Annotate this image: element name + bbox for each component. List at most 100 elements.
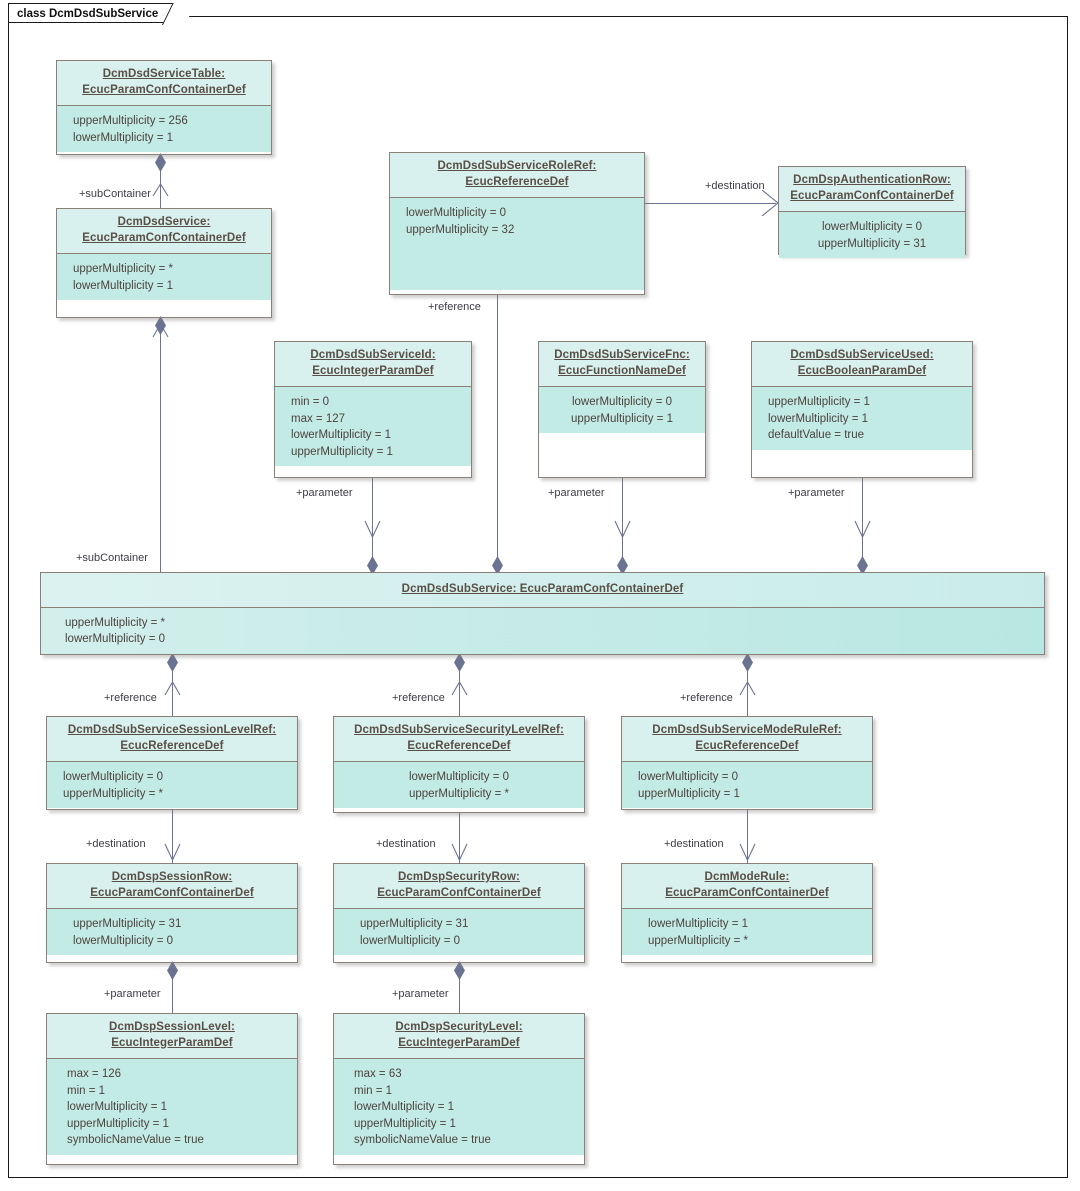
diamond-parameter-fnc <box>617 556 628 575</box>
class-attributes: upperMultiplicity = 31 lowerMultiplicity… <box>334 909 584 955</box>
class-box-dcmdsdsubservicesecuritylevelref[interactable]: DcmDsdSubServiceSecurityLevelRef: EcucRe… <box>333 716 585 813</box>
class-stereotype: EcucFunctionNameDef <box>558 364 686 377</box>
attribute: lowerMultiplicity = 0 <box>360 934 461 947</box>
class-name: DcmDsdSubServiceUsed: <box>790 349 934 361</box>
diamond-dcmdsdservice <box>155 316 166 335</box>
attribute: upperMultiplicity = 1 <box>638 787 740 800</box>
class-attributes: lowerMultiplicity = 0 upperMultiplicity … <box>779 212 965 258</box>
attribute: upperMultiplicity = * <box>408 787 510 800</box>
class-name: DcmDsdSubServiceFnc: <box>554 349 690 361</box>
attribute: min = 0 <box>291 396 330 408</box>
attribute: upperMultiplicity = 31 <box>73 918 182 930</box>
connector-destination-session <box>172 810 173 863</box>
attribute: min = 1 <box>67 1084 106 1097</box>
class-header: DcmDspSecurityRow: EcucParamConfContaine… <box>334 864 584 909</box>
class-box-dcmdsdsubserviceid[interactable]: DcmDsdSubServiceId: EcucIntegerParamDef … <box>274 341 472 478</box>
class-box-dcmdsdsubservicerolref[interactable]: DcmDsdSubServiceRoleRef: EcucReferenceDe… <box>389 152 645 295</box>
class-box-dcmdsdsubservicesessionlevelref[interactable]: DcmDsdSubServiceSessionLevelRef: EcucRef… <box>46 716 298 810</box>
class-box-dcmdspauthenticationrow[interactable]: DcmDspAuthenticationRow: EcucParamConfCo… <box>778 166 966 258</box>
class-header: DcmDspSecurityLevel: EcucIntegerParamDef <box>334 1014 584 1059</box>
class-stereotype: EcucParamConfContainerDef <box>82 231 246 244</box>
class-header: DcmDsdSubServiceFnc: EcucFunctionNameDef <box>539 342 705 387</box>
class-stereotype: EcucParamConfContainerDef <box>790 189 954 202</box>
class-attributes: upperMultiplicity = * lowerMultiplicity … <box>41 607 1044 654</box>
label-parameter-security-level: +parameter <box>392 988 449 1000</box>
class-box-dcmdsdsubservice[interactable]: DcmDsdSubService: EcucParamConfContainer… <box>40 572 1045 655</box>
class-name: DcmDsdSubServiceModeRuleRef: <box>652 724 842 736</box>
class-box-dcmmoderule[interactable]: DcmModeRule: EcucParamConfContainerDef l… <box>621 863 873 963</box>
class-attributes: lowerMultiplicity = 0 upperMultiplicity … <box>539 387 705 433</box>
label-reference-role: +reference <box>428 301 481 313</box>
class-name: DcmDspSecurityRow: <box>398 871 520 883</box>
diamond-reference-role <box>492 556 503 575</box>
class-stereotype: EcucParamConfContainerDef <box>665 886 829 899</box>
class-box-dcmdsdsubserviceused[interactable]: DcmDsdSubServiceUsed: EcucBooleanParamDe… <box>751 341 973 478</box>
class-name: DcmDsdServiceTable: <box>102 68 226 80</box>
connector-destination-security <box>459 813 460 863</box>
connector-parameter-id <box>372 478 373 576</box>
class-stereotype: EcucParamConfContainerDef <box>90 886 254 899</box>
class-header: DcmDsdSubServiceModeRuleRef: EcucReferen… <box>622 717 872 762</box>
label-reference-session: +reference <box>104 692 157 704</box>
label-destination-moderule: +destination <box>664 838 724 850</box>
diamond-parameter-id <box>367 556 378 575</box>
arrowhead-parameter-id <box>364 520 381 538</box>
diamond-servicetable <box>155 153 166 172</box>
attribute: max = 63 <box>354 1068 402 1080</box>
class-box-dcmdsdservicetable[interactable]: DcmDsdServiceTable: EcucParamConfContain… <box>56 60 272 155</box>
class-name: DcmDspSecurityLevel: <box>395 1021 523 1033</box>
class-box-dcmdsdservice[interactable]: DcmDsdService: EcucParamConfContainerDef… <box>56 208 272 318</box>
attribute: upperMultiplicity = 32 <box>406 223 515 236</box>
attribute: upperMultiplicity = 1 <box>291 445 393 458</box>
attribute: upperMultiplicity = * <box>65 616 166 629</box>
class-name: DcmDspSessionRow: <box>111 871 233 883</box>
connector-destination-auth <box>645 203 776 204</box>
label-parameter-fnc: +parameter <box>548 487 605 499</box>
attribute: lowerMultiplicity = 0 <box>408 771 510 783</box>
class-box-dcmdspsessionlevel[interactable]: DcmDspSessionLevel: EcucIntegerParamDef … <box>46 1013 298 1165</box>
class-box-dcmdspsecurityrow[interactable]: DcmDspSecurityRow: EcucParamConfContaine… <box>333 863 585 963</box>
class-name: DcmModeRule: <box>704 871 790 883</box>
arrowhead-destination-security <box>451 843 468 861</box>
attribute: upperMultiplicity = 1 <box>571 412 673 425</box>
connector-parameter-fnc <box>622 478 623 576</box>
attribute: upperMultiplicity = 31 <box>817 237 927 250</box>
attribute: lowerMultiplicity = 0 <box>63 771 164 783</box>
attribute: min = 1 <box>354 1084 393 1097</box>
attribute: lowerMultiplicity = 0 <box>65 633 166 645</box>
diamond-reference-session <box>167 653 178 672</box>
attribute: lowerMultiplicity = 1 <box>354 1101 455 1113</box>
attribute: upperMultiplicity = 31 <box>360 918 469 930</box>
class-box-dcmdspsecuritylevel[interactable]: DcmDspSecurityLevel: EcucIntegerParamDef… <box>333 1013 585 1165</box>
attribute: max = 126 <box>67 1068 122 1080</box>
class-header: DcmDspSessionLevel: EcucIntegerParamDef <box>47 1014 297 1059</box>
connector-parameter-used <box>862 478 863 576</box>
class-box-dcmdspsessionrow[interactable]: DcmDspSessionRow: EcucParamConfContainer… <box>46 863 298 963</box>
class-stereotype: EcucParamConfContainerDef <box>82 83 246 96</box>
label-subcontainer-top: +subContainer <box>79 188 151 200</box>
diamond-parameter-security-level <box>454 961 465 980</box>
attribute: lowerMultiplicity = 1 <box>291 429 392 441</box>
class-stereotype: EcucParamConfContainerDef <box>377 886 541 899</box>
class-header: DcmModeRule: EcucParamConfContainerDef <box>622 864 872 909</box>
class-name: DcmDsdSubServiceSessionLevelRef: <box>67 724 277 736</box>
connector-subcontainer-main <box>160 318 161 575</box>
class-box-dcmdsdsubservicemoderuleref[interactable]: DcmDsdSubServiceModeRuleRef: EcucReferen… <box>621 716 873 810</box>
attribute: upperMultiplicity = 1 <box>354 1117 456 1130</box>
label-reference-moderule: +reference <box>680 692 733 704</box>
connector-subcontainer-top <box>160 155 161 210</box>
attribute: symbolicNameValue = true <box>67 1134 204 1146</box>
class-name: DcmDsdSubServiceId: <box>310 349 436 361</box>
class-box-dcmdsdsubservicefnc[interactable]: DcmDsdSubServiceFnc: EcucFunctionNameDef… <box>538 341 706 478</box>
attribute: upperMultiplicity = * <box>648 934 749 947</box>
attribute: upperMultiplicity = 1 <box>67 1117 169 1130</box>
class-header: DcmDsdServiceTable: EcucParamConfContain… <box>57 61 271 106</box>
class-name: DcmDsdSubServiceRoleRef: <box>437 160 597 172</box>
connector-parameter-security-level <box>459 963 460 1013</box>
connector-reference-role <box>497 295 498 576</box>
class-header: DcmDsdSubService: EcucParamConfContainer… <box>41 573 1044 608</box>
label-subcontainer-main: +subContainer <box>76 552 148 564</box>
attribute: lowerMultiplicity = 1 <box>73 279 174 292</box>
class-header: DcmDspSessionRow: EcucParamConfContainer… <box>47 864 297 909</box>
class-stereotype: EcucIntegerParamDef <box>111 1036 233 1049</box>
